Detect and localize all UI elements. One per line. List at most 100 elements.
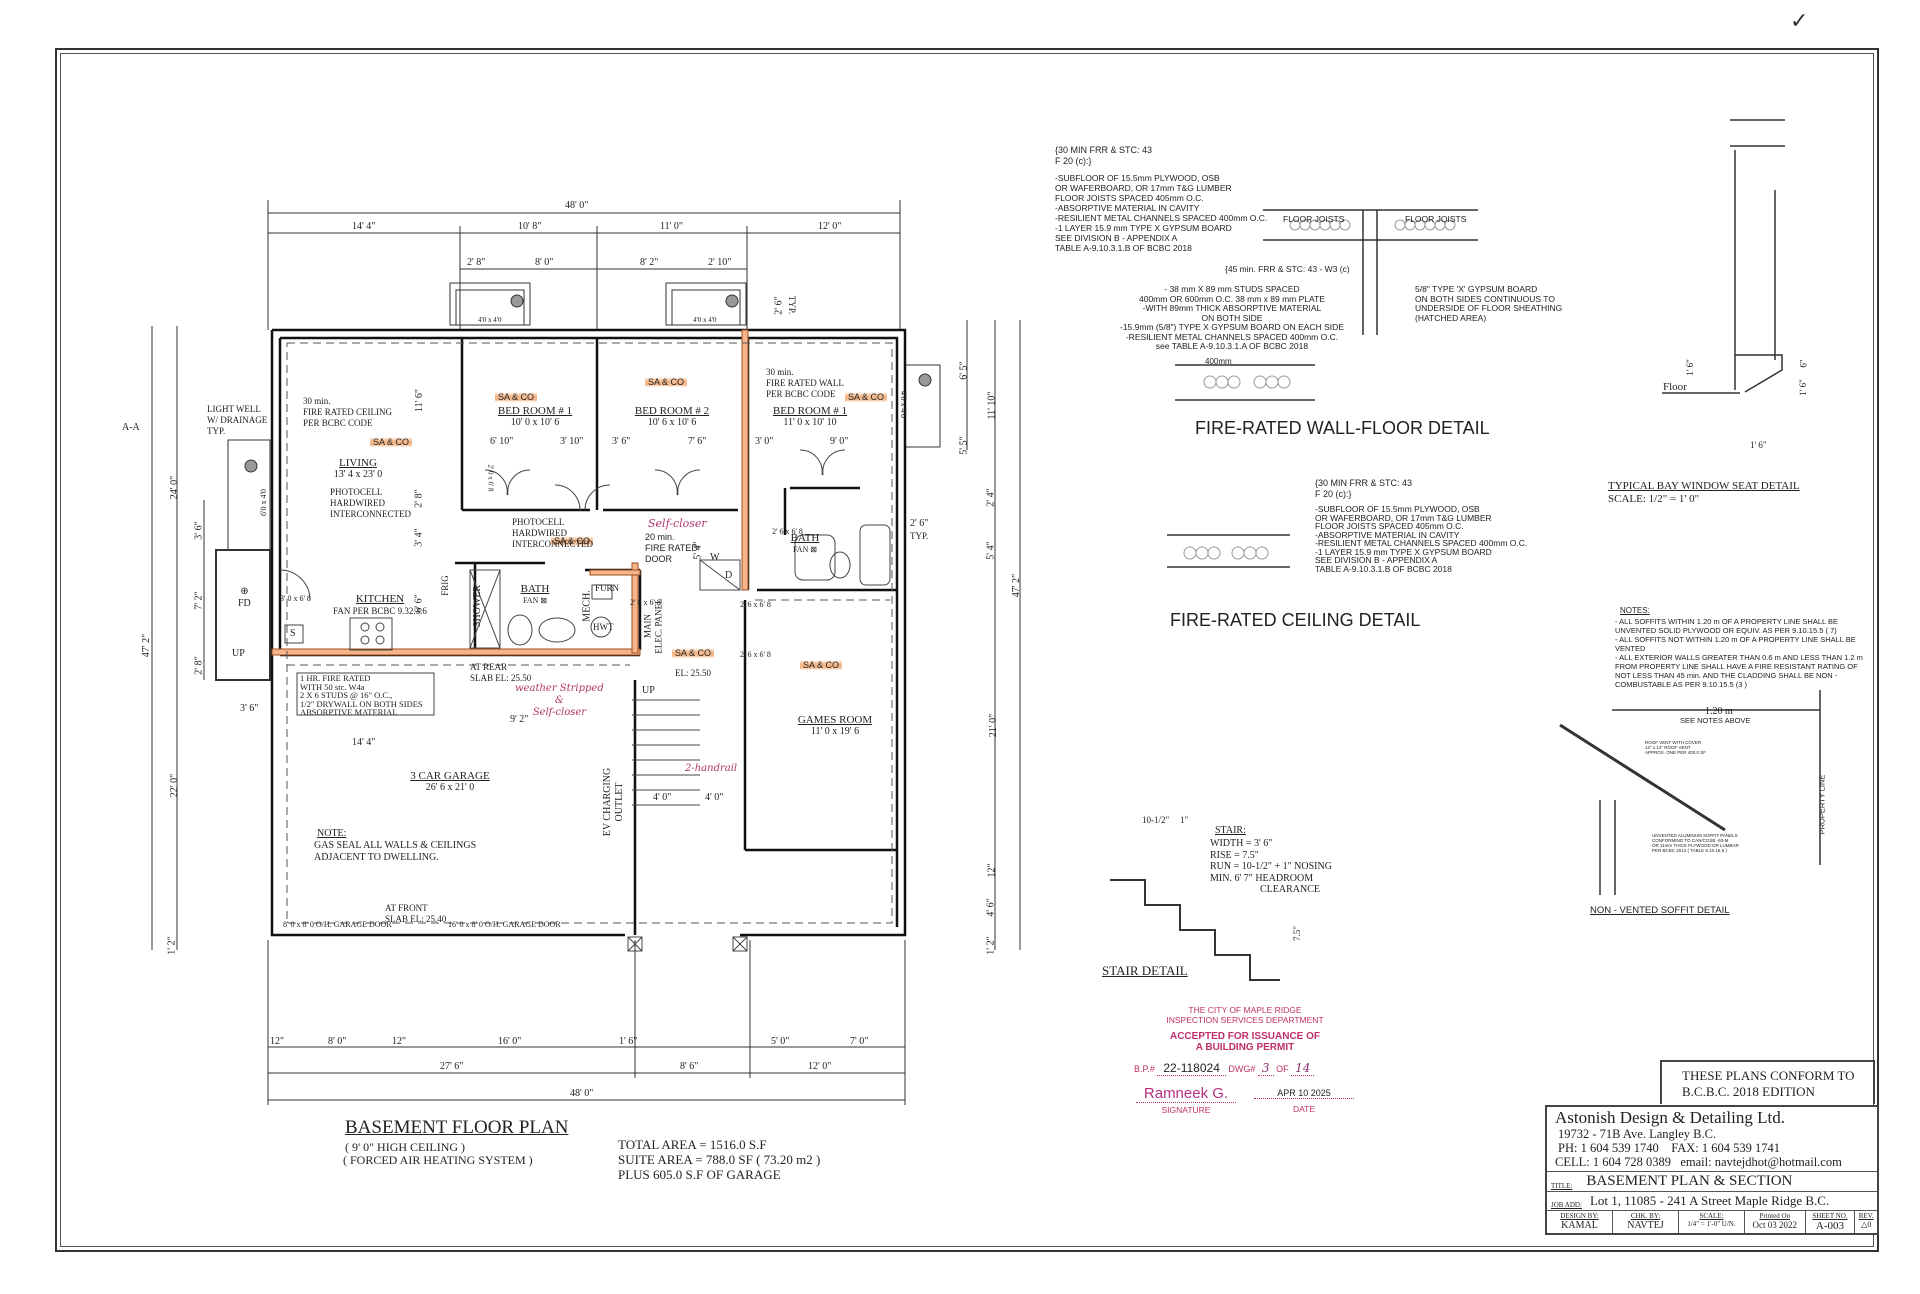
dim-kitchen-v: 6' 6" — [413, 594, 425, 613]
mech-label: MECH. — [581, 590, 593, 622]
bay-floor-label: Floor — [1663, 381, 1687, 393]
plan-title: BASEMENT FLOOR PLAN — [345, 1117, 569, 1138]
room-kitchen: KITCHEN FAN PER BCBC 9.32.3.6 — [333, 593, 427, 616]
garage-note: GAS SEAL ALL WALLS & CEILINGS ADJACENT T… — [314, 840, 477, 863]
garage-door-1: 8' 0 x 8' 0 O/H. GARAGE DOOR — [283, 920, 392, 929]
wf-rating-header: {30 MIN FRR & STC: 43 F 20 (c):} — [1055, 145, 1153, 166]
stamp-signature-row: Ramneek G. SIGNATURE APR 10 2025 DATE — [1130, 1085, 1360, 1115]
dim-right-typ: TYP. — [910, 531, 929, 541]
floor-drain-icon: ⊕ — [240, 586, 249, 597]
wf-floor-spec: -SUBFLOOR OF 15.5mm PLYWOOD, OSB OR WAFE… — [1055, 173, 1268, 253]
smoke-alarm-games: SA & CO — [800, 660, 843, 670]
dim-left-last: 1' 2" — [166, 936, 178, 955]
smoke-alarm-bed1: SA & CO — [495, 392, 538, 402]
dim-living-v2: 2' 8" — [413, 489, 425, 508]
smoke-alarm-living: SA & CO — [370, 437, 413, 447]
suite-area: SUITE AREA = 788.0 SF ( 73.20 m2 ) — [618, 1152, 821, 1167]
dim-bot-8: 27' 6" — [440, 1061, 464, 1072]
dim-living-v1: 11' 6" — [414, 388, 426, 413]
plan-subtitle-heating: ( FORCED AIR HEATING SYSTEM ) — [343, 1153, 533, 1167]
wf-wall-spec: - 38 mm X 89 mm STUDS SPACED 400mm OR 60… — [1120, 284, 1344, 351]
hwt-label: HWT — [593, 622, 614, 632]
soffit-roof-vent: ROOF VENT WITH COVER 12" x 12" ROOF VENT… — [1645, 740, 1707, 755]
stair-run: RUN = 10-1/2" + 1" NOSING — [1210, 861, 1332, 872]
dim-right-6: 4' 6" — [985, 898, 997, 917]
field-design-by: DESIGN BY:KAMAL — [1547, 1211, 1613, 1233]
room-bedroom-1: BED ROOM # 1 10' 0 x 10' 6 — [497, 405, 573, 428]
bay-scale: SCALE: 1/2" = 1' 0" — [1608, 493, 1700, 505]
garage-area: PLUS 605.0 S.F OF GARAGE — [618, 1167, 781, 1182]
handwritten-self-closer: Self-closer — [648, 517, 707, 530]
dim-bed1-a: 6' 10" — [490, 436, 514, 447]
dim-well-offset: 2' 6" — [773, 296, 785, 315]
dim-right-5: 12" — [986, 863, 998, 878]
room-bath-1: BATH FAN ⊠ — [520, 583, 550, 605]
smoke-alarm-bed3: SA & CO — [845, 392, 888, 402]
field-scale: SCALE:1/4" = 1'-0" U/N. — [1679, 1211, 1745, 1233]
stair-title: STAIR DETAIL — [1102, 963, 1188, 978]
handwritten-weather-stripped: weather Stripped & Self-closer — [515, 683, 604, 718]
stamp-line-4: A BUILDING PERMIT — [1195, 1042, 1295, 1053]
stair-rise-dim: 7.5" — [1291, 926, 1302, 941]
soffit-note-3: - ALL EXTERIOR WALLS GREATER THAN 0.6 m … — [1615, 653, 1863, 689]
window-tag-right: 4'0 x 4'0 — [898, 391, 908, 418]
front-slab-el: AT FRONT SLAB EL: 25.40 — [385, 903, 447, 924]
stair-header: STAIR: — [1215, 825, 1246, 836]
permit-number: 22-118024 — [1157, 1061, 1226, 1076]
door-tag-entry: 3' 0 x 6' 8 — [280, 594, 311, 603]
company-info: Astonish Design & Detailing Ltd. 19732 -… — [1547, 1107, 1877, 1171]
drawing-total: 14 — [1291, 1061, 1315, 1076]
dim-top-overall: 48' 0" — [565, 200, 589, 211]
soffit-dimension: 1.20 m — [1705, 706, 1733, 717]
door-tag-closet: 2' 0 x 6' 8 — [486, 464, 495, 492]
room-bedroom-2: BED ROOM # 2 10' 6 x 10' 6 — [634, 405, 710, 428]
wf-joist-left: FLOOR JOISTS — [1283, 214, 1345, 224]
fan-icon: ⊠ — [540, 596, 548, 605]
dim-left-upper: 24' 0" — [169, 475, 181, 500]
dim-bot-7: 7' 0" — [850, 1036, 869, 1047]
field-checked-by: CHK. BY:NAVTEJ — [1613, 1211, 1679, 1233]
wf-title: FIRE-RATED WALL-FLOOR DETAIL — [1195, 418, 1490, 438]
dim-right-overall: 47' 2" — [1011, 573, 1023, 598]
dim-right-sub-1: 6' 5" — [958, 361, 970, 380]
dim-bed3-b: 9' 0" — [830, 436, 849, 447]
soffit-notes-title: NOTES: — [1620, 606, 1650, 615]
dim-bot-10: 12' 0" — [808, 1061, 832, 1072]
ceiling-rating-header: {30 MIN FRR & STC: 43 F 20 (c):} — [1315, 478, 1413, 499]
dim-left-sub-3: 2' 8" — [193, 656, 205, 675]
stair-up-main: UP — [642, 685, 655, 696]
dim-right-4: 21' 0" — [988, 713, 1000, 738]
soffit-dimension-note: SEE NOTES ABOVE — [1680, 716, 1751, 725]
elevation-hall: EL: 25.50 — [675, 668, 711, 678]
dim-living-v3: 3' 4" — [413, 528, 425, 547]
dim-stair-2: 4' 0" — [705, 792, 724, 803]
title-block: Astonish Design & Detailing Ltd. 19732 -… — [1545, 1105, 1879, 1235]
soffit-note-2: - ALL SOFFITS NOT WITHIN 1.20 m OF A PRO… — [1615, 635, 1856, 653]
dim-bot-3: 12" — [392, 1036, 407, 1047]
field-sheet-no: SHEET NO.A-003 — [1806, 1211, 1856, 1233]
signature: Ramneek G. — [1136, 1085, 1236, 1103]
stair-width: WIDTH = 3' 6" — [1210, 838, 1273, 849]
dim-right-offset: 2' 6" — [910, 518, 929, 529]
wf-wall-rating: {45 min. FRR & STC: 43 - W3 (c) — [1225, 264, 1350, 274]
room-bath-2: BATH FAN ⊠ — [790, 532, 820, 554]
window-tag-1: 4'0 x 4'0 — [478, 316, 502, 324]
total-area: TOTAL AREA = 1516.0 S.F — [618, 1137, 767, 1152]
dim-bot-6: 5' 0" — [771, 1036, 790, 1047]
photocell-note-1: PHOTOCELL HARDWIRED INTERCONNECTED — [330, 487, 411, 519]
dim-right-3: 5' 4" — [985, 541, 997, 560]
stair-rise: RISE = 7.5" — [1210, 849, 1259, 861]
fire-door-note: 20 min. FIRE RATED DOOR — [645, 532, 698, 564]
drawing-title: BASEMENT PLAN & SECTION — [1586, 1173, 1793, 1189]
soffit-title: NON - VENTED SOFFIT DETAIL — [1590, 905, 1730, 916]
approval-date: APR 10 2025 — [1254, 1085, 1354, 1099]
dim-sub-2: 8' 0" — [535, 257, 554, 268]
dim-bot-1: 12" — [270, 1036, 285, 1047]
garage-door-2: 16' 0 x 8' 0 O/H. GARAGE DOOR — [448, 920, 561, 929]
dryer-label: D — [725, 570, 733, 581]
company-phone: PH: 1 604 539 1740 FAX: 1 604 539 1741 — [1558, 1141, 1781, 1155]
bay-dim-3: 1' 6" — [1797, 379, 1808, 396]
bay-dim-1: 1' 6" — [1684, 359, 1695, 376]
